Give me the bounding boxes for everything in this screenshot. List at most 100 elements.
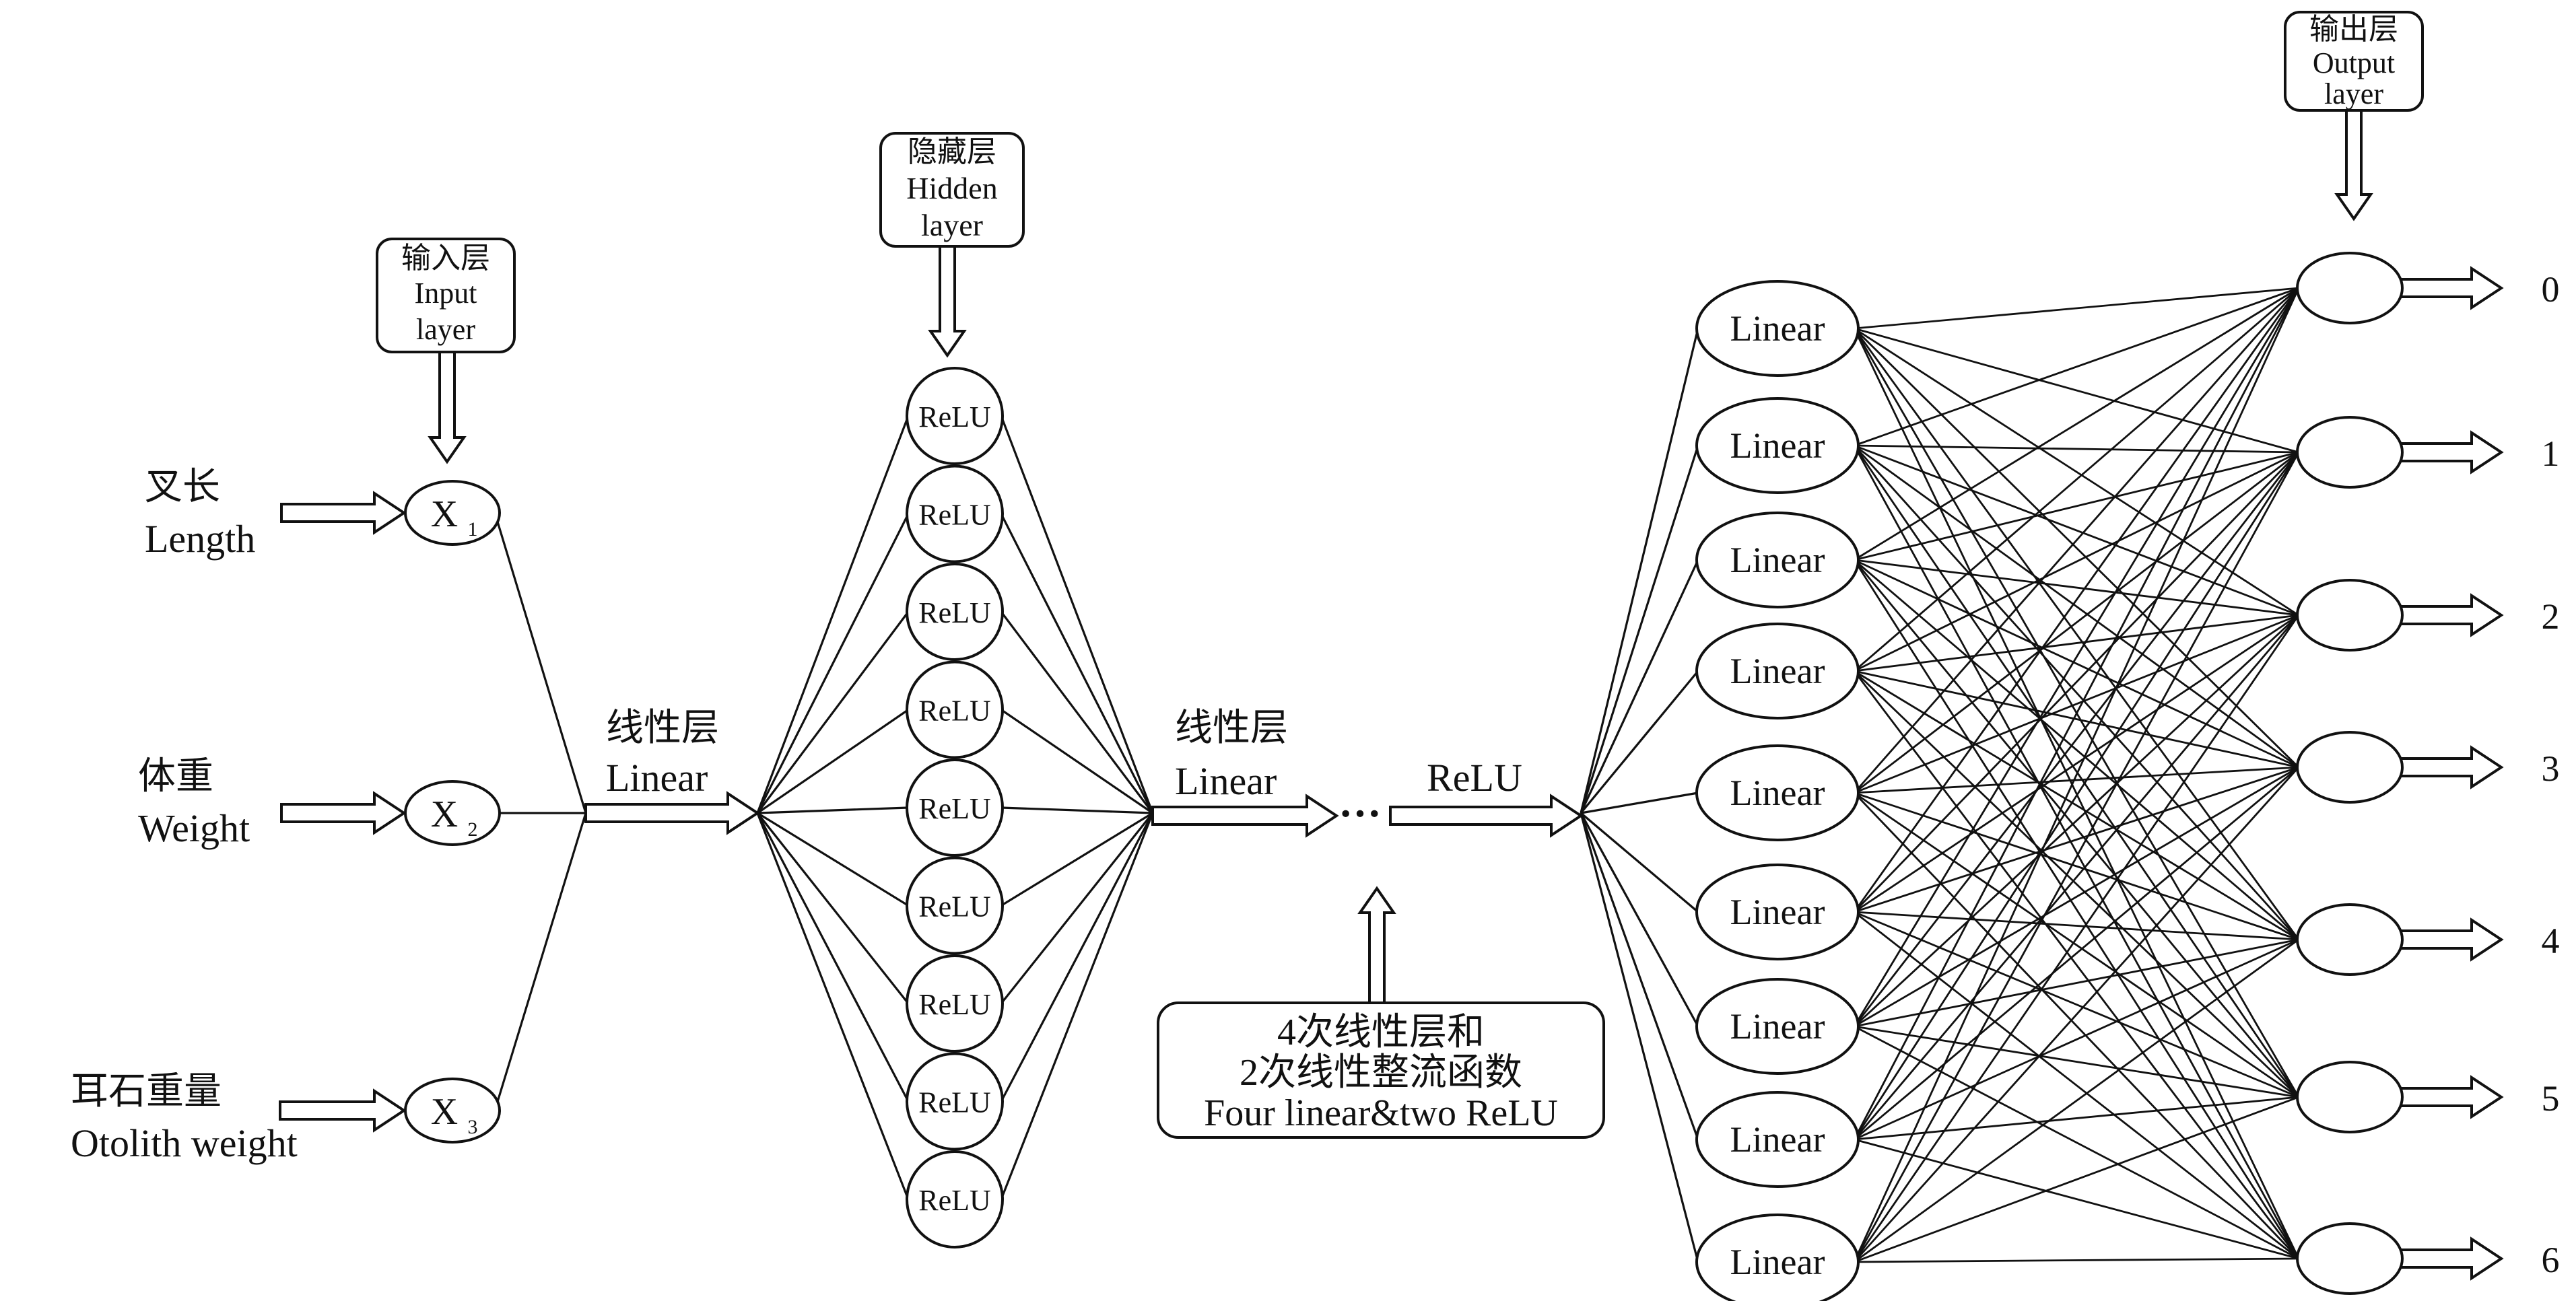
linear-arrow-1: [584, 791, 760, 835]
mesh-edge-4-6: [1853, 670, 2300, 1259]
relu-in-edge-6: [757, 812, 909, 907]
input-layer-callout-zh: 输入层: [401, 242, 490, 275]
mesh-edge-8-5: [1854, 1096, 2299, 1141]
relu-arrow: [1389, 794, 1584, 838]
linear-node-7: [1695, 978, 1860, 1075]
relu-node-label-5: ReLU: [918, 792, 991, 825]
labels: 输入层 Input layer 隐藏层 Hidden layer 输出层 Out…: [71, 11, 2424, 1165]
output-callout-arrow: [2334, 109, 2373, 221]
relu-node-8: [906, 1052, 1004, 1151]
input-label-length-en: Length: [145, 517, 255, 561]
relu-node-label-9: ReLU: [918, 1184, 991, 1217]
mesh-edge-3-5: [1853, 559, 2300, 1098]
ellipsis-label: ···: [1338, 789, 1382, 837]
relu-in-edge-5: [757, 806, 909, 814]
linear-node-8: [1695, 1091, 1860, 1188]
linear-node-label-5: Linear: [1730, 773, 1825, 813]
output-label-0: 0: [2542, 269, 2560, 310]
output-arrow-1: [2398, 430, 2504, 474]
output-arrow-5: [2398, 1075, 2504, 1119]
mesh-edge-7-1: [1853, 452, 2300, 1027]
mesh-edge-8-6: [1854, 1138, 2299, 1260]
output-arrow-2: [2398, 593, 2504, 637]
input-node-label-x3: X: [431, 1091, 458, 1133]
input-node-x3: [404, 1078, 501, 1144]
output-label-2: 2: [2542, 596, 2560, 637]
linear-node-1: [1695, 280, 1860, 377]
mesh-edge-9-4: [1854, 938, 2299, 1263]
mesh-edge-4-5: [1854, 670, 2299, 1098]
output-node-6: [2296, 1222, 2404, 1295]
input-node-label-x2: X: [431, 794, 458, 835]
relu-out-edge-8: [1000, 812, 1154, 1102]
hidden-layer-callout: [879, 132, 1025, 248]
linear-node-9: [1695, 1214, 1860, 1301]
feature-arrow-weight: [280, 791, 407, 835]
mesh-edge-2-5: [1853, 445, 2300, 1098]
hidden-layer-callout-en1: Hidden: [906, 171, 997, 205]
linear-in-edge-3: [1580, 559, 1699, 814]
mesh-edge-2-1: [1854, 444, 2299, 454]
mesh-edge-2-4: [1853, 445, 2300, 940]
mesh-edge-6-5: [1854, 911, 2299, 1098]
output-node-5: [2296, 1061, 2404, 1133]
mesh-edge-6-6: [1854, 911, 2299, 1260]
output-node-2: [2296, 579, 2404, 652]
relu-in-edge-3: [756, 611, 910, 814]
mesh-edge-7-4: [1854, 938, 2299, 1028]
input-node-sub-x1: 1: [468, 518, 478, 540]
linear-in-edge-2: [1580, 445, 1699, 814]
mesh-edge-5-4: [1854, 792, 2299, 941]
mesh-edge-2-3: [1854, 444, 2299, 769]
mesh-edge-5-5: [1854, 792, 2299, 1098]
linear-layer-label-1-zh: 线性层: [606, 707, 719, 749]
summary-arrow: [1357, 886, 1396, 1004]
linear-node-label-6: Linear: [1730, 892, 1825, 932]
output-label-1: 1: [2542, 433, 2560, 474]
input-layer-callout-en2: layer: [416, 313, 475, 346]
linear-node-label-8: Linear: [1730, 1119, 1825, 1160]
relu-node-label-2: ReLU: [918, 499, 991, 532]
mesh-edge-1-4: [1853, 328, 2300, 940]
relu-in-edge-7: [756, 812, 910, 1004]
connection-lines: [496, 287, 2300, 1263]
linear-layer-label-2-zh: 线性层: [1175, 707, 1288, 749]
output-node-0: [2296, 252, 2404, 324]
relu-node-label-4: ReLU: [918, 695, 991, 728]
relu-node-6: [906, 856, 1004, 955]
mesh-edge-6-4: [1854, 911, 2299, 941]
hidden-layer-callout-zh: 隐藏层: [908, 135, 996, 168]
mesh-edge-3-3: [1854, 559, 2299, 769]
relu-out-edge-9: [1000, 812, 1154, 1200]
input-edge-3: [496, 812, 587, 1104]
summary-line-3: Four linear&two ReLU: [1204, 1092, 1558, 1134]
mesh-edge-5-2: [1854, 614, 2299, 794]
relu-in-edge-2: [756, 513, 910, 814]
relu-in-edge-1: [756, 415, 910, 814]
relu-node-9: [906, 1150, 1004, 1249]
linear-layer-label-2-en: Linear: [1175, 759, 1277, 803]
mesh-edge-4-4: [1854, 670, 2299, 941]
mesh-edge-9-0: [1853, 287, 2300, 1263]
hidden-layer-callout-en2: layer: [921, 208, 983, 242]
output-layer-callout-zh: 输出层: [2309, 13, 2398, 46]
feature-arrow-otolith: [279, 1088, 407, 1133]
linear-node-label-2: Linear: [1730, 425, 1825, 466]
relu-node-label-7: ReLU: [918, 988, 991, 1021]
linear-node-label-4: Linear: [1730, 651, 1825, 691]
output-layer-callout-en1: Output: [2313, 46, 2395, 79]
relu-layer-label: ReLU: [1427, 756, 1522, 800]
mesh-edge-6-1: [1853, 452, 2300, 913]
relu-out-edge-4: [1001, 709, 1153, 814]
linear-node-2: [1695, 397, 1860, 494]
mesh-edge-4-0: [1854, 287, 2299, 672]
linear-in-edge-5: [1580, 792, 1699, 814]
input-node-label-x1: X: [431, 493, 458, 535]
input-label-otolith-zh: 耳石重量: [71, 1071, 222, 1113]
relu-in-edge-9: [756, 812, 910, 1200]
output-layer-callout: [2284, 11, 2424, 112]
relu-node-3: [906, 563, 1004, 661]
mesh-edge-6-3: [1854, 766, 2299, 913]
output-label-5: 5: [2542, 1078, 2560, 1119]
